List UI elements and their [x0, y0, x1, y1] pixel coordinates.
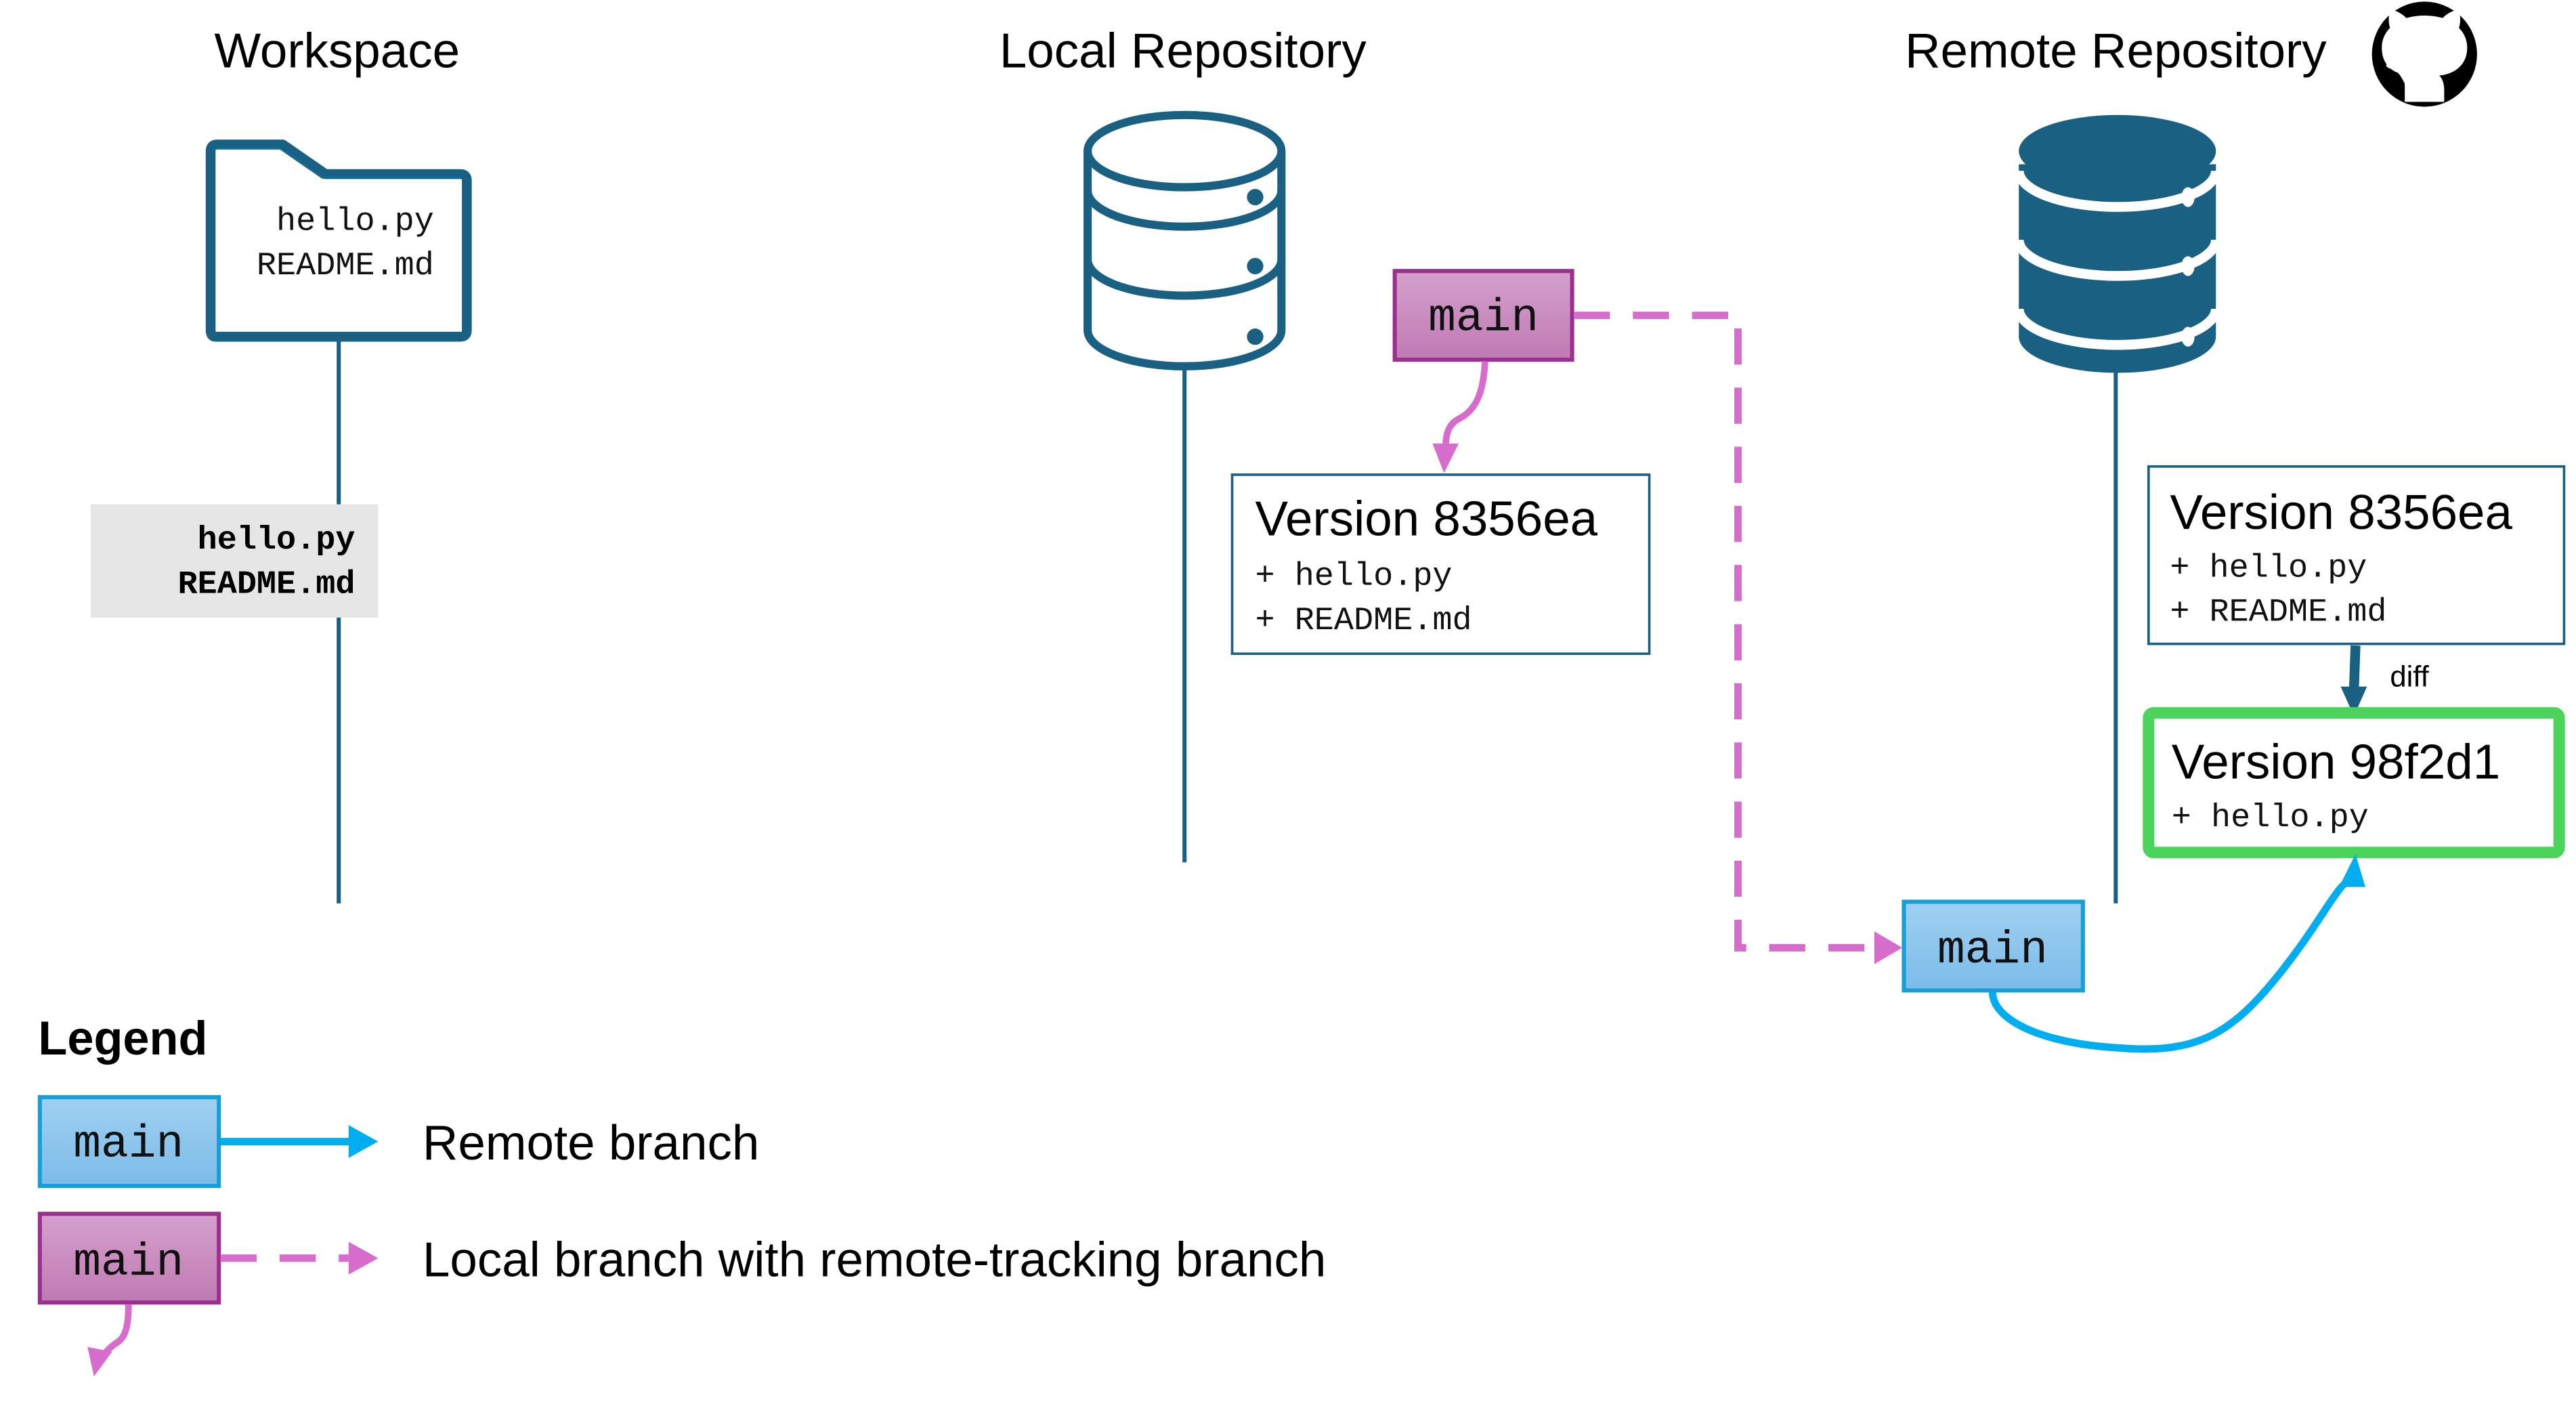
local-branch-main[interactable]: main [1392, 269, 1574, 362]
database-filled-icon [2013, 114, 2221, 373]
commit-file: + README.md [1255, 602, 1472, 639]
remote-commit-98f2d1[interactable]: Version 98f2d1 + hello.py [2143, 707, 2565, 859]
database-outline-icon [1083, 110, 1286, 370]
tracking-connector [1573, 312, 1873, 952]
commit-title: Version 8356ea [2170, 485, 2512, 540]
commit-file: + hello.py [2170, 549, 2367, 587]
folder-file: hello.py [276, 203, 434, 240]
commit-file: + README.md [2170, 594, 2386, 631]
diff-arrowhead [2340, 686, 2367, 717]
commit-file: + hello.py [1255, 557, 1452, 595]
remote-branch-pointer [1988, 879, 2351, 1053]
legend-text: Remote branch [423, 1115, 759, 1170]
diff-label: diff [2390, 660, 2429, 694]
legend-local-pointer [100, 1304, 132, 1358]
local-commit-8356ea[interactable]: Version 8356ea + hello.py + README.md [1230, 473, 1651, 656]
staging-area [91, 504, 379, 618]
remote-branch-pointer-arrowhead [2339, 854, 2365, 887]
remote-repository-title: Remote Repository [1905, 23, 2327, 78]
remote-branch-main[interactable]: main [1902, 899, 2085, 993]
commit-title: Version 98f2d1 [2172, 735, 2500, 790]
remote-branch-label: main [1937, 924, 2048, 977]
local-repository-title: Local Repository [1000, 23, 1367, 78]
commit-title: Version 8356ea [1255, 492, 1597, 547]
folder-file: README.md [257, 247, 434, 284]
folder-icon[interactable] [205, 140, 472, 342]
legend-branch-label: main [73, 1118, 184, 1170]
staged-file: hello.py [198, 521, 356, 559]
legend-local-pointer-arrowhead [87, 1346, 112, 1377]
local-branch-pointer-arrowhead [1432, 443, 1459, 473]
legend-remote-arrowhead [348, 1125, 379, 1158]
legend-title: Legend [38, 1011, 207, 1065]
local-branch-pointer [1442, 361, 1488, 447]
workspace-title: Workspace [215, 23, 460, 78]
github-icon [2371, 1, 2477, 107]
legend-local-arrowhead [348, 1241, 379, 1275]
diff-arrow [2348, 645, 2361, 692]
legend-item-remote: main Remote branch [37, 1095, 759, 1189]
legend-text: Local branch with remote-tracking branch [423, 1232, 1326, 1287]
commit-file: + hello.py [2172, 799, 2369, 836]
legend-item-local: main Local branch with remote-tracking b… [37, 1212, 1326, 1377]
staged-file: README.md [178, 566, 356, 603]
legend-branch-label: main [73, 1237, 184, 1289]
local-branch-label: main [1428, 292, 1539, 344]
tracking-connector-arrowhead [1874, 931, 1903, 964]
remote-commit-8356ea[interactable]: Version 8356ea + hello.py + README.md [2147, 465, 2566, 645]
